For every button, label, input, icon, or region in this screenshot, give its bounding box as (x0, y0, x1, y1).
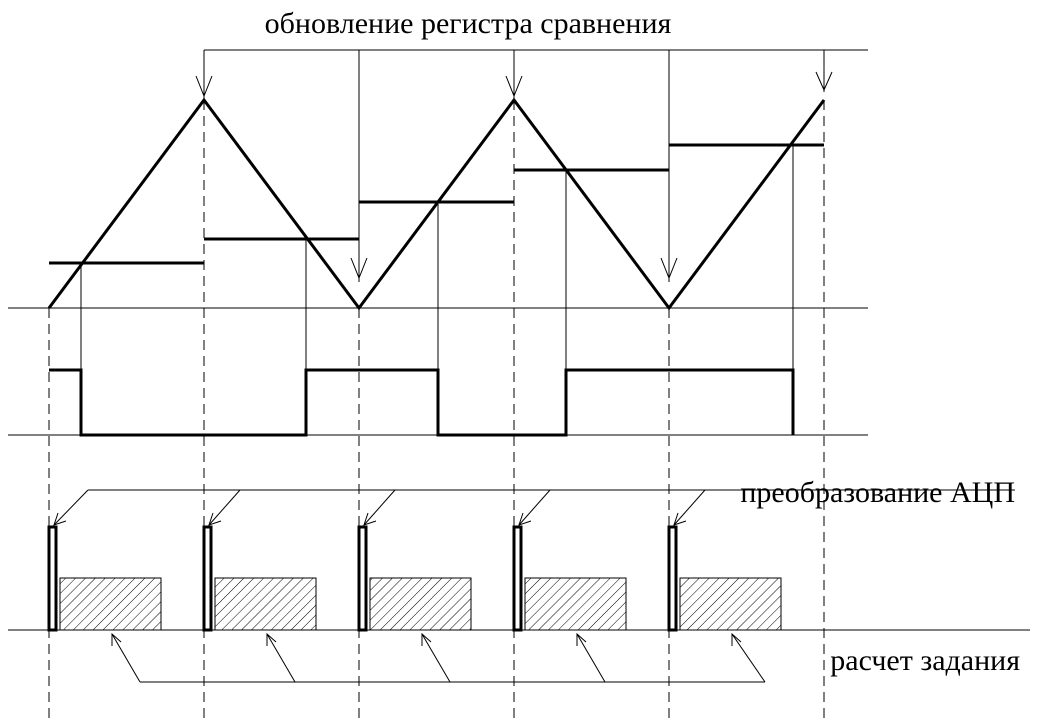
arrowhead-icon (576, 632, 587, 646)
compare-levels (49, 143, 824, 265)
setpoint-calc-label: расчет задания (830, 644, 1020, 677)
arrowhead-icon (53, 512, 67, 526)
arrowhead-icon (673, 512, 687, 526)
update-arrows (195, 49, 868, 282)
calc-blocks (59, 577, 782, 631)
compare-register-update-label: обновление регистра сравнения (265, 7, 672, 40)
arrowhead-icon (731, 632, 742, 646)
adc-pulses (47, 525, 678, 632)
arrowhead-icon (266, 632, 277, 646)
arrowhead-icon (815, 71, 833, 92)
arrowhead-icon (421, 632, 432, 646)
calc-leaders (111, 632, 766, 683)
triangle-carrier (47, 97, 826, 311)
arrowhead-icon (518, 512, 532, 526)
arrowhead-icon (350, 257, 368, 280)
arrowhead-icon (111, 632, 122, 646)
intersection-projections (80, 145, 794, 370)
arrowhead-icon (505, 75, 523, 98)
arrowhead-icon (363, 512, 377, 526)
adc-conversion-label: преобразование АЦП (740, 476, 1015, 509)
arrowhead-icon (208, 512, 222, 526)
arrowhead-icon (660, 257, 678, 280)
pwm-output (49, 368, 795, 437)
arrowhead-icon (195, 75, 213, 98)
adc-leaders (53, 489, 1015, 526)
